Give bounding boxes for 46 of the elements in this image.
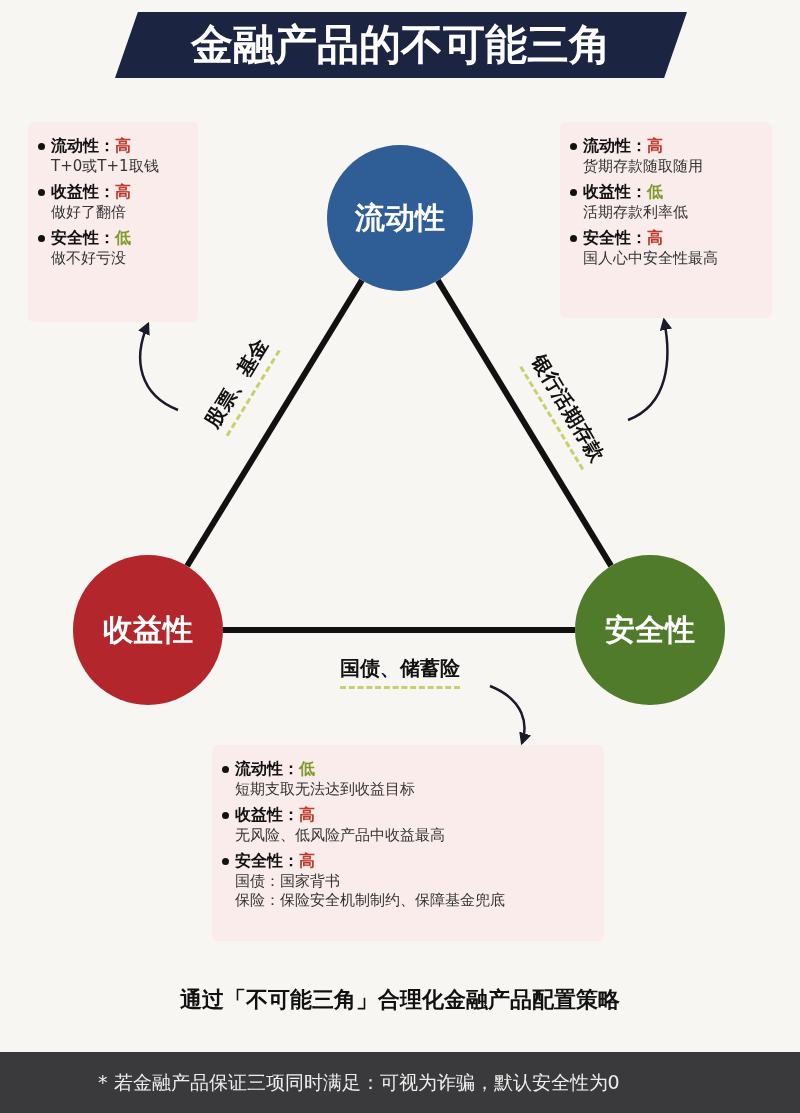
rating-value: 低	[647, 182, 663, 203]
property-label: 流动性：	[235, 759, 299, 780]
property-label: 安全性：	[583, 228, 647, 249]
description-text: 做好了翻倍	[51, 203, 126, 222]
property-label: 流动性：	[51, 136, 115, 157]
edge-label: 股票、基金	[199, 333, 281, 437]
connector-line	[184, 278, 365, 568]
rating-value: 高	[647, 228, 663, 249]
property-label: 收益性：	[583, 182, 647, 203]
rating-value: 低	[115, 228, 131, 249]
info-panel	[28, 122, 198, 322]
description-text: 做不好亏没	[51, 249, 126, 268]
rating-value: 高	[115, 182, 131, 203]
property-label: 收益性：	[235, 805, 299, 826]
rating-value: 高	[647, 136, 663, 157]
curved-arrow	[489, 684, 531, 746]
property-circle: 收益性	[73, 555, 223, 705]
connector-line	[435, 278, 614, 568]
curved-arrow	[138, 321, 179, 412]
property-label: 收益性：	[51, 182, 115, 203]
description-text: 保险：保险安全机制制约、保障基金兜底	[235, 891, 505, 910]
rating-value: 高	[115, 136, 131, 157]
property-label: 流动性：	[583, 136, 647, 157]
property-circle: 安全性	[575, 555, 725, 705]
footnote-text: * 若金融产品保证三项同时满足：可视为诈骗，默认安全性为0	[98, 1070, 620, 1095]
description-text: 短期支取无法达到收益目标	[235, 780, 415, 799]
rating-value: 低	[299, 759, 315, 780]
description-text: 活期存款利率低	[583, 203, 688, 222]
rating-value: 高	[299, 851, 315, 872]
curved-arrow	[627, 317, 672, 422]
description-text: 国人心中安全性最高	[583, 249, 718, 268]
title-banner: 金融产品的不可能三角	[115, 12, 687, 78]
rating-value: 高	[299, 805, 315, 826]
property-label: 安全性：	[51, 228, 115, 249]
description-text: 无风险、低风险产品中收益最高	[235, 826, 445, 845]
edge-label: 国债、储蓄险	[340, 655, 460, 689]
info-panel	[560, 122, 772, 318]
property-label: 安全性：	[235, 851, 299, 872]
info-panel	[212, 745, 604, 941]
caption-text: 通过「不可能三角」合理化金融产品配置策略	[179, 986, 621, 1014]
connector-line	[223, 627, 575, 633]
edge-label: 银行活期存款	[519, 349, 611, 471]
property-circle: 流动性	[327, 145, 473, 291]
description-text: T+0或T+1取钱	[51, 157, 159, 176]
description-text: 国债：国家背书	[235, 872, 340, 891]
description-text: 货期存款随取随用	[583, 157, 703, 176]
